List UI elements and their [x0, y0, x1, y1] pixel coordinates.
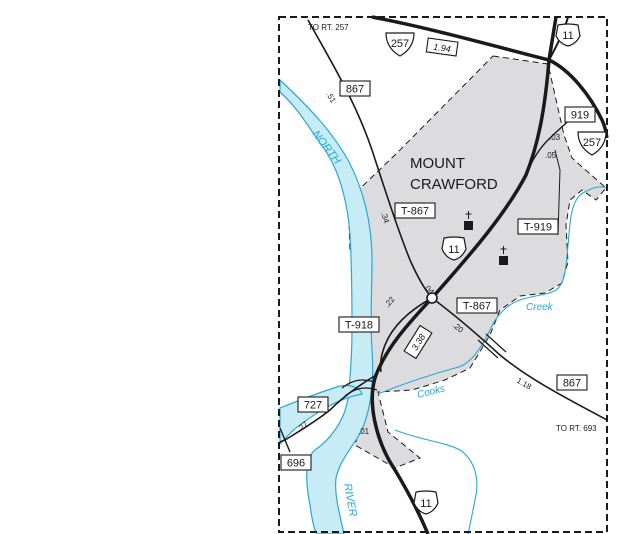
town-label-line2: CRAWFORD — [410, 176, 498, 193]
route-box-t867-b — [456, 297, 498, 314]
sr257-shield-icon — [577, 131, 607, 156]
route-919-label: 919 — [571, 110, 589, 122]
rt727-road — [279, 374, 377, 443]
t918-road — [379, 297, 433, 373]
rt696-road — [279, 427, 291, 453]
sr257-right-label: 257 — [583, 137, 601, 149]
route-t867-a-label: T-867 — [401, 206, 429, 218]
us11-road — [370, 16, 558, 534]
rt257-road — [371, 15, 609, 139]
to-rt693-label: TO RT. 693 — [556, 424, 597, 433]
bridge-cooks-creek — [477, 333, 507, 359]
us11-shield-icon — [441, 236, 467, 261]
route-box-t919 — [517, 218, 559, 235]
route-box-t918 — [338, 316, 380, 333]
town-label-line1: MOUNT — [410, 155, 465, 172]
mileage-51: .51 — [324, 91, 338, 106]
map-border — [278, 16, 608, 533]
route-t918-label: T-918 — [345, 320, 373, 332]
mileage-01: .01 — [358, 427, 370, 436]
bridge-north-river — [341, 379, 378, 397]
mileage-05: .05 — [545, 151, 557, 160]
us11-shield-icon — [555, 23, 581, 47]
mileage-03: .03 — [549, 133, 561, 142]
route-696-label: 696 — [287, 458, 305, 470]
to-rt257-label: TO RT. 257 — [308, 23, 349, 32]
us11-shield-icon — [413, 490, 439, 515]
intersection-node — [426, 292, 438, 304]
us11-bottom-label: 11 — [420, 498, 431, 510]
sr257-shield-icon — [385, 32, 415, 57]
mileage-34: .34 — [379, 211, 391, 225]
route-867-top-label: 867 — [346, 84, 364, 96]
cooks-creek-south — [394, 429, 478, 534]
church-icon — [464, 211, 473, 230]
rt867-north-road — [307, 19, 433, 299]
route-727-label: 727 — [304, 400, 322, 412]
route-867-bottom-label: 867 — [563, 378, 581, 390]
church-icon — [499, 246, 508, 265]
mileage-box-338 — [403, 324, 433, 360]
mileage-box-194 — [425, 37, 459, 57]
route-box-696 — [280, 454, 312, 471]
route-t867-b-label: T-867 — [463, 301, 491, 313]
creek-label: Creek — [526, 302, 554, 313]
sr257-top-label: 257 — [391, 38, 409, 50]
route-box-t867-a — [394, 202, 436, 219]
t919-road — [554, 149, 561, 236]
route-box-727 — [297, 396, 329, 413]
cooks-creek — [377, 186, 609, 395]
mileage-118: 1.18 — [515, 376, 533, 392]
route-box-867-bottom — [556, 374, 588, 391]
us11-top-label: 11 — [562, 30, 573, 42]
river-label: RIVER — [341, 482, 359, 517]
us11-mid-label: 11 — [448, 244, 459, 256]
route-box-867 — [339, 80, 371, 97]
rt867-south-road — [431, 297, 608, 421]
mileage-194: 1.94 — [433, 42, 452, 54]
route-t919-label: T-919 — [524, 222, 552, 234]
route-box-919 — [564, 106, 596, 123]
